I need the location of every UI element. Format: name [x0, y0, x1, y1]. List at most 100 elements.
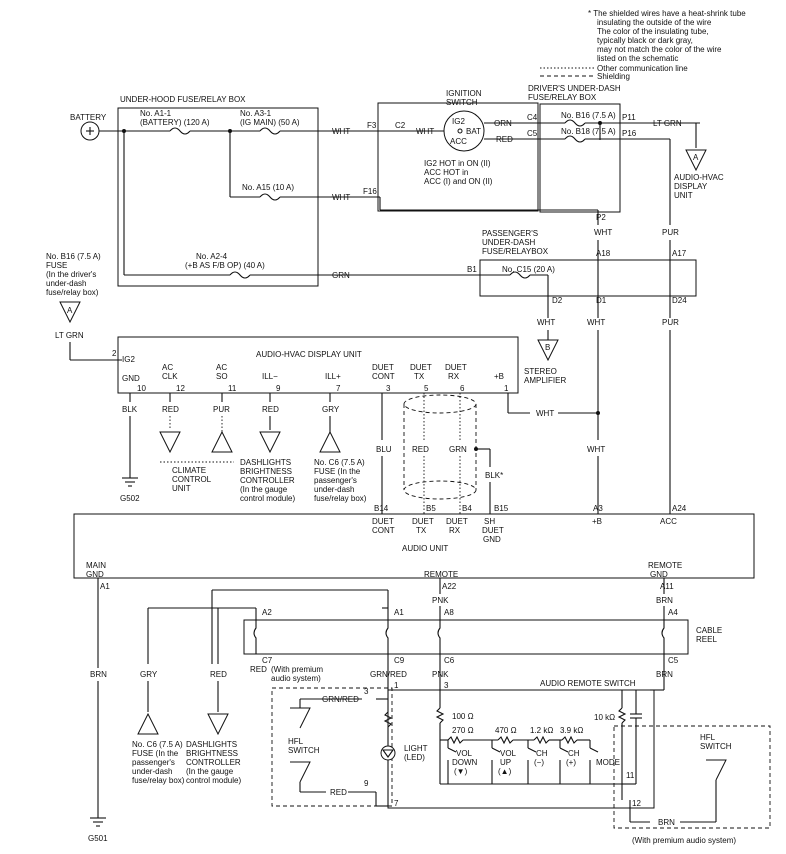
- pin-label: 11: [626, 771, 635, 780]
- pin-name: ACC: [660, 517, 677, 526]
- connector-letter: A: [693, 153, 699, 162]
- note-line: * The shielded wires have a heat-shrink …: [588, 9, 746, 18]
- pin-label: 7: [336, 384, 341, 393]
- pin-label: A1: [100, 582, 110, 591]
- fuse-label: No. B16 (7.5 A): [561, 111, 616, 120]
- connector-letter: A: [67, 306, 73, 315]
- climate-label: CONTROL: [172, 475, 212, 484]
- wire-color: RED: [496, 135, 513, 144]
- fuse-c6-label: FUSE (In the: [132, 749, 179, 758]
- wire-color: WHT: [536, 409, 554, 418]
- connector-b-icon: [537, 339, 559, 362]
- ignition-note: IG2 HOT in ON (II): [424, 159, 491, 168]
- dash-bright-label: DASHLIGHTS: [240, 458, 291, 467]
- pin-label: C2: [395, 121, 406, 130]
- wire-color: RED: [330, 788, 347, 797]
- ch-plus-label: (+): [566, 758, 576, 767]
- fuse-icon: [259, 127, 281, 135]
- pin-name: REMOTE: [648, 561, 682, 570]
- wire-color: RED: [250, 665, 267, 674]
- fuse-c6-icon: [319, 430, 341, 453]
- premium-note: (With premium: [271, 665, 323, 674]
- hfl-switch-icon: [290, 707, 311, 729]
- wire-color: LT GRN: [653, 119, 682, 128]
- pin-name: TX: [416, 526, 427, 535]
- fuse-icon: [169, 127, 191, 135]
- wire-color: GRN: [449, 445, 467, 454]
- driver-under-dash-box: [539, 103, 621, 213]
- dash-bright-label: DASHLIGHTS: [186, 740, 237, 749]
- ignition-switch-icon: [443, 110, 485, 152]
- connector-a-icon: [59, 301, 81, 324]
- hfl-switch-icon: [706, 759, 727, 781]
- dash-bright-label: (In the gauge: [186, 767, 234, 776]
- pin-label: B5: [426, 504, 436, 513]
- pin-label: 12: [176, 384, 185, 393]
- fuse-note: FUSE: [46, 261, 67, 270]
- resistor-icon: [617, 707, 627, 724]
- vol-down-label: (▼): [454, 767, 468, 776]
- hfl-premium-box: [613, 725, 771, 829]
- note-line: The color of the insulating tube,: [597, 27, 709, 36]
- resistor-icon: [533, 735, 550, 745]
- pin-name: CONT: [372, 526, 395, 535]
- unit-title: AUDIO UNIT: [402, 544, 448, 553]
- shield-top: [403, 394, 477, 414]
- pin-name: CONT: [372, 372, 395, 381]
- passenger-box-label: PASSENGER'S: [482, 229, 538, 238]
- fuse-c6-label: No. C6 (7.5 A): [314, 458, 365, 467]
- wire-color: WHT: [587, 318, 605, 327]
- pin-name: IG2: [122, 355, 135, 364]
- note-line: insulating the outside of the wire: [597, 18, 712, 27]
- pin-label: A24: [672, 504, 687, 513]
- fuse-note: under-dash: [46, 279, 86, 288]
- hfl-switch-label: HFL: [288, 737, 304, 746]
- pin-label: P11: [622, 113, 636, 122]
- dash-bright-label: control module): [240, 494, 295, 503]
- hfl-switch-icon: [290, 761, 311, 783]
- display-unit-label: DISPLAY: [674, 182, 708, 191]
- underhood-box-label: UNDER-HOOD FUSE/RELAY BOX: [120, 95, 246, 104]
- dash-bright-label: (In the gauge: [240, 485, 288, 494]
- pin-name: GND: [86, 570, 104, 579]
- fuse-note: No. B16 (7.5 A): [46, 252, 101, 261]
- premium-note: audio system): [271, 674, 321, 683]
- pin-name: AC: [216, 363, 227, 372]
- ch-minus-label: CH: [536, 749, 548, 758]
- wire-color: WHT: [594, 228, 612, 237]
- dash-bright-icon: [207, 713, 229, 736]
- pin-name: DUET: [482, 526, 504, 535]
- fuse-icon: [509, 271, 531, 279]
- resistor-icon: [447, 735, 464, 745]
- pin-label: C9: [394, 656, 405, 665]
- connector-letter: B: [545, 343, 550, 352]
- ch-minus-label: (−): [534, 758, 544, 767]
- cable-reel: [243, 619, 689, 655]
- pin-label: B14: [374, 504, 389, 513]
- wire-color: GRN: [332, 271, 350, 280]
- pin-label: C5: [668, 656, 679, 665]
- mode-label: MODE: [596, 758, 620, 767]
- fuse-label: No. A2-4: [196, 252, 228, 261]
- pin-label: 11: [228, 384, 237, 393]
- wire-color: BLK: [122, 405, 138, 414]
- hfl-switch-label: SWITCH: [288, 746, 320, 755]
- pin-label: B1: [467, 265, 477, 274]
- wire-color: RED: [162, 405, 179, 414]
- pin-name: GND: [122, 374, 140, 383]
- pin-name: SO: [216, 372, 228, 381]
- wire-color: RED: [262, 405, 279, 414]
- pin-name: DUET: [410, 363, 432, 372]
- wire-color: BLU: [376, 445, 392, 454]
- fuse-c6-label: under-dash: [132, 767, 172, 776]
- audio-unit: [73, 513, 755, 579]
- fuse-icon: [564, 135, 586, 143]
- driver-box-label: DRIVER'S UNDER-DASH: [528, 84, 621, 93]
- hfl-switch-label: HFL: [700, 733, 716, 742]
- clock-spring-icon: [437, 620, 441, 654]
- dash-bright-label: control module): [186, 776, 241, 785]
- pin-label: 10: [137, 384, 146, 393]
- pin-label: P2: [596, 213, 606, 222]
- ignition-label: IGNITION: [446, 89, 482, 98]
